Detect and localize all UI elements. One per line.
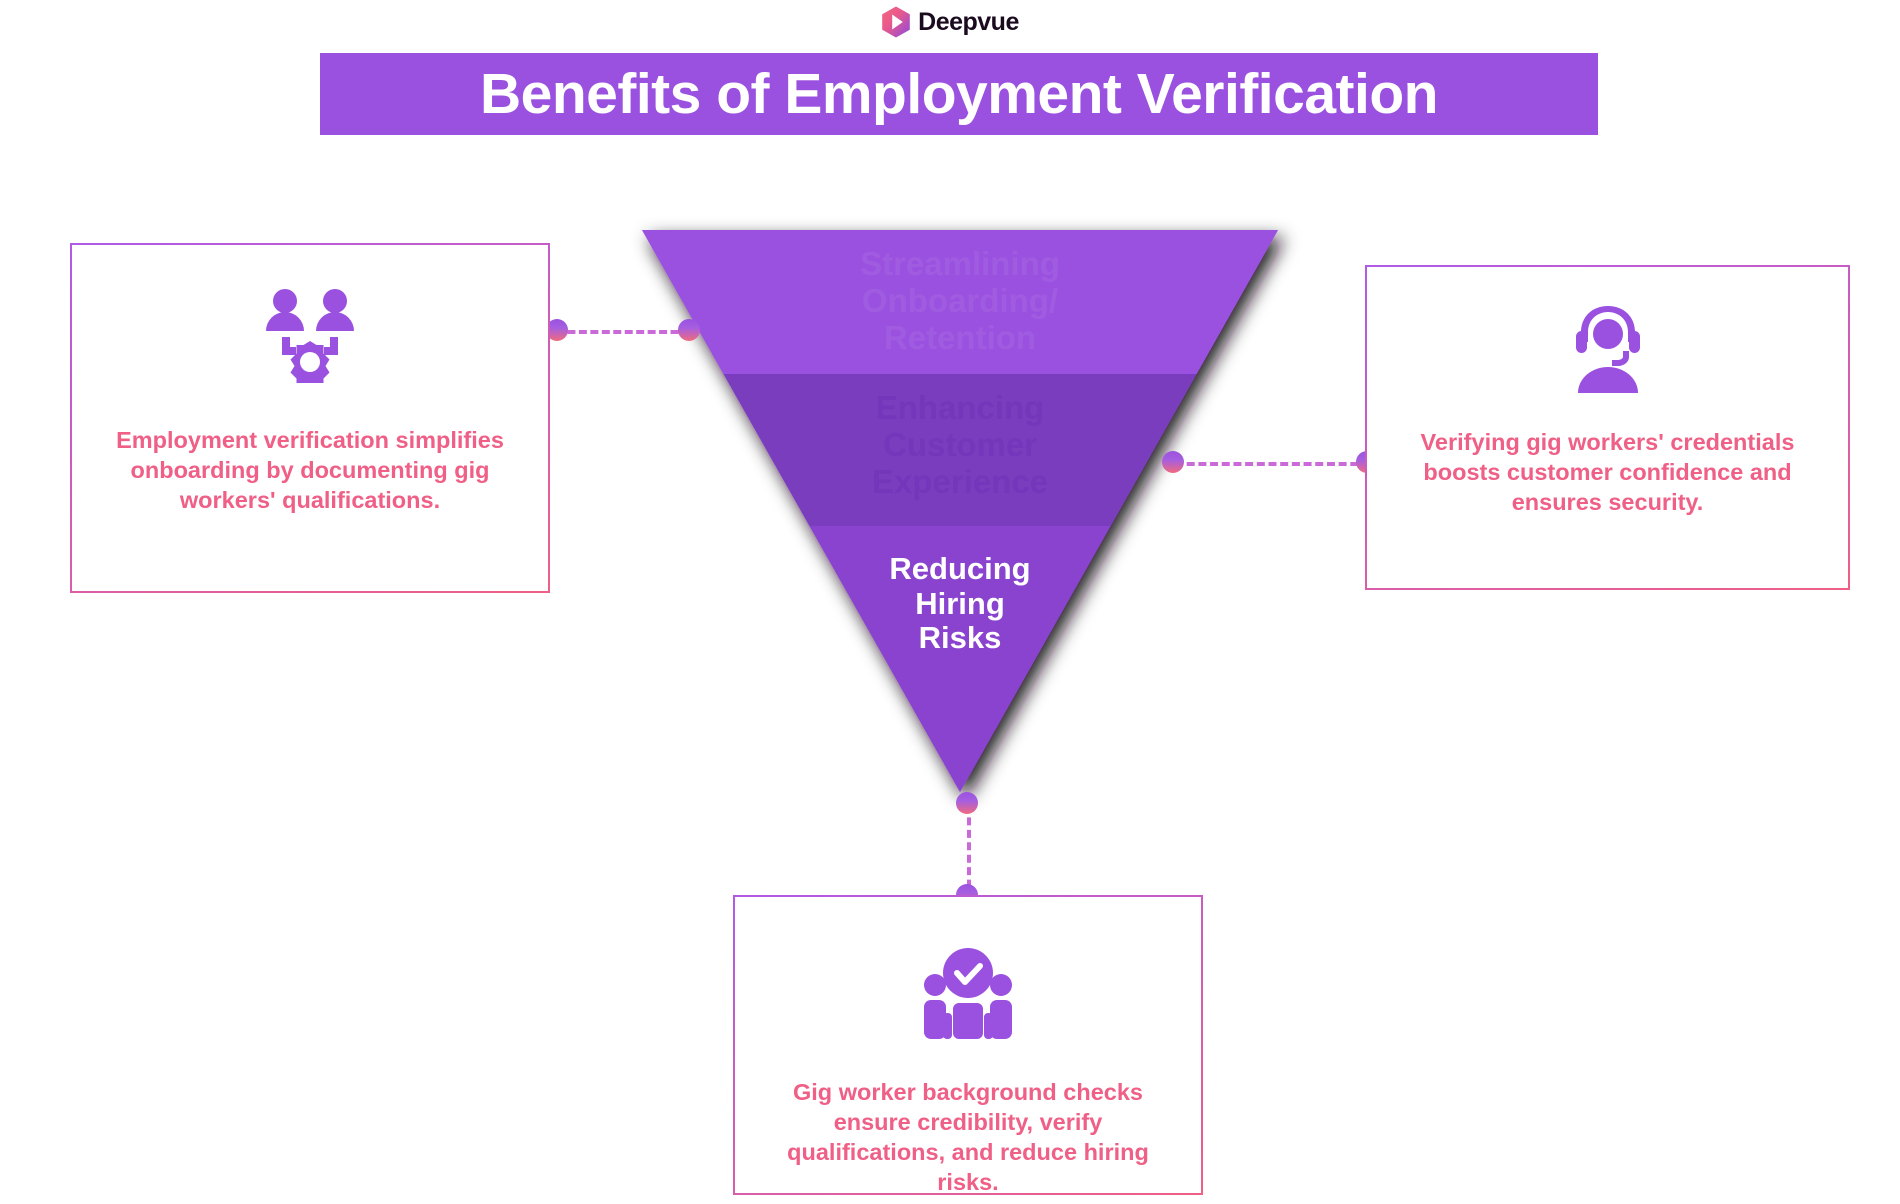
connector-dot-left-card	[546, 319, 568, 341]
connector-bottom	[967, 805, 971, 900]
page-title: Benefits of Employment Verification	[479, 62, 1439, 126]
funnel-band-1	[642, 230, 1278, 374]
connector-left	[556, 330, 690, 334]
funnel-diagram: Streamlining Onboarding/ Retention Enhan…	[630, 222, 1290, 802]
funnel-band-3	[642, 526, 1278, 792]
card-background-checks-text: Gig worker background checks ensure cred…	[787, 1079, 1149, 1196]
team-gear-icon	[258, 287, 362, 383]
hexagon-play-logo-icon	[881, 6, 911, 38]
connector-dot-right-funnel	[1162, 451, 1184, 473]
connector-right	[1175, 462, 1370, 466]
card-background-checks[interactable]: Gig worker background checks ensure cred…	[733, 895, 1203, 1195]
brand-name: Deepvue	[918, 7, 1019, 36]
support-headset-icon	[1562, 301, 1654, 393]
funnel-band-2	[642, 374, 1278, 526]
card-customer-confidence-text: Verifying gig workers' credentials boost…	[1420, 429, 1795, 516]
verified-group-icon	[919, 947, 1017, 1039]
connector-dot-bottom-funnel	[956, 792, 978, 814]
card-onboarding[interactable]: Employment verification simplifies onboa…	[70, 243, 550, 593]
card-customer-confidence[interactable]: Verifying gig workers' credentials boost…	[1365, 265, 1850, 590]
title-banner: Benefits of Employment Verification	[320, 53, 1598, 135]
connector-dot-left-funnel	[678, 319, 700, 341]
brand-logo: Deepvue	[0, 6, 1900, 38]
card-onboarding-text: Employment verification simplifies onboa…	[116, 427, 504, 514]
